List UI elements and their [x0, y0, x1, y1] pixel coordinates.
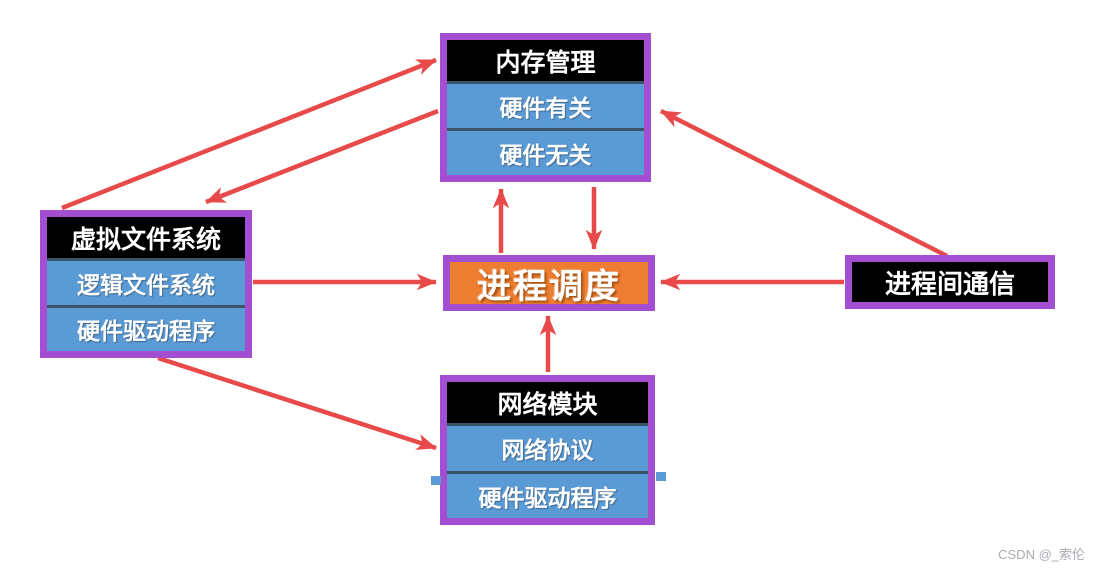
memory-row-hardware-independent: 硬件无关 — [447, 128, 644, 175]
divider-stub-right — [656, 472, 666, 481]
node-virtual-file-system: 虚拟文件系统 逻辑文件系统 硬件驱动程序 — [40, 210, 252, 358]
node-process-scheduler: 进程调度 — [443, 255, 655, 311]
arrow-vfs-to-network — [157, 355, 437, 451]
network-row-hardware-driver: 硬件驱动程序 — [447, 470, 648, 518]
arrow-memory-to-vfs — [205, 108, 439, 205]
network-module-title: 网络模块 — [447, 382, 648, 423]
ipc-title: 进程间通信 — [884, 268, 1015, 299]
memory-management-title: 内存管理 — [447, 40, 644, 81]
vfs-row-hardware-driver: 硬件驱动程序 — [47, 304, 245, 351]
divider-stub-left — [431, 476, 441, 485]
network-row-protocols: 网络协议 — [447, 423, 648, 471]
arrow-vfs-to-memory — [61, 57, 437, 211]
arrow-ipc-to-memory — [659, 108, 949, 259]
vfs-title: 虚拟文件系统 — [47, 217, 245, 258]
vfs-row-logical-file-system: 逻辑文件系统 — [47, 258, 245, 305]
node-memory-management: 内存管理 硬件有关 硬件无关 — [440, 33, 651, 182]
memory-row-hardware-dependent: 硬件有关 — [447, 81, 644, 128]
node-network-module: 网络模块 网络协议 硬件驱动程序 — [440, 375, 655, 525]
node-ipc: 进程间通信 — [845, 255, 1055, 309]
csdn-watermark: CSDN @_索伦 — [998, 547, 1085, 562]
process-scheduler-title: 进程调度 — [477, 267, 621, 306]
